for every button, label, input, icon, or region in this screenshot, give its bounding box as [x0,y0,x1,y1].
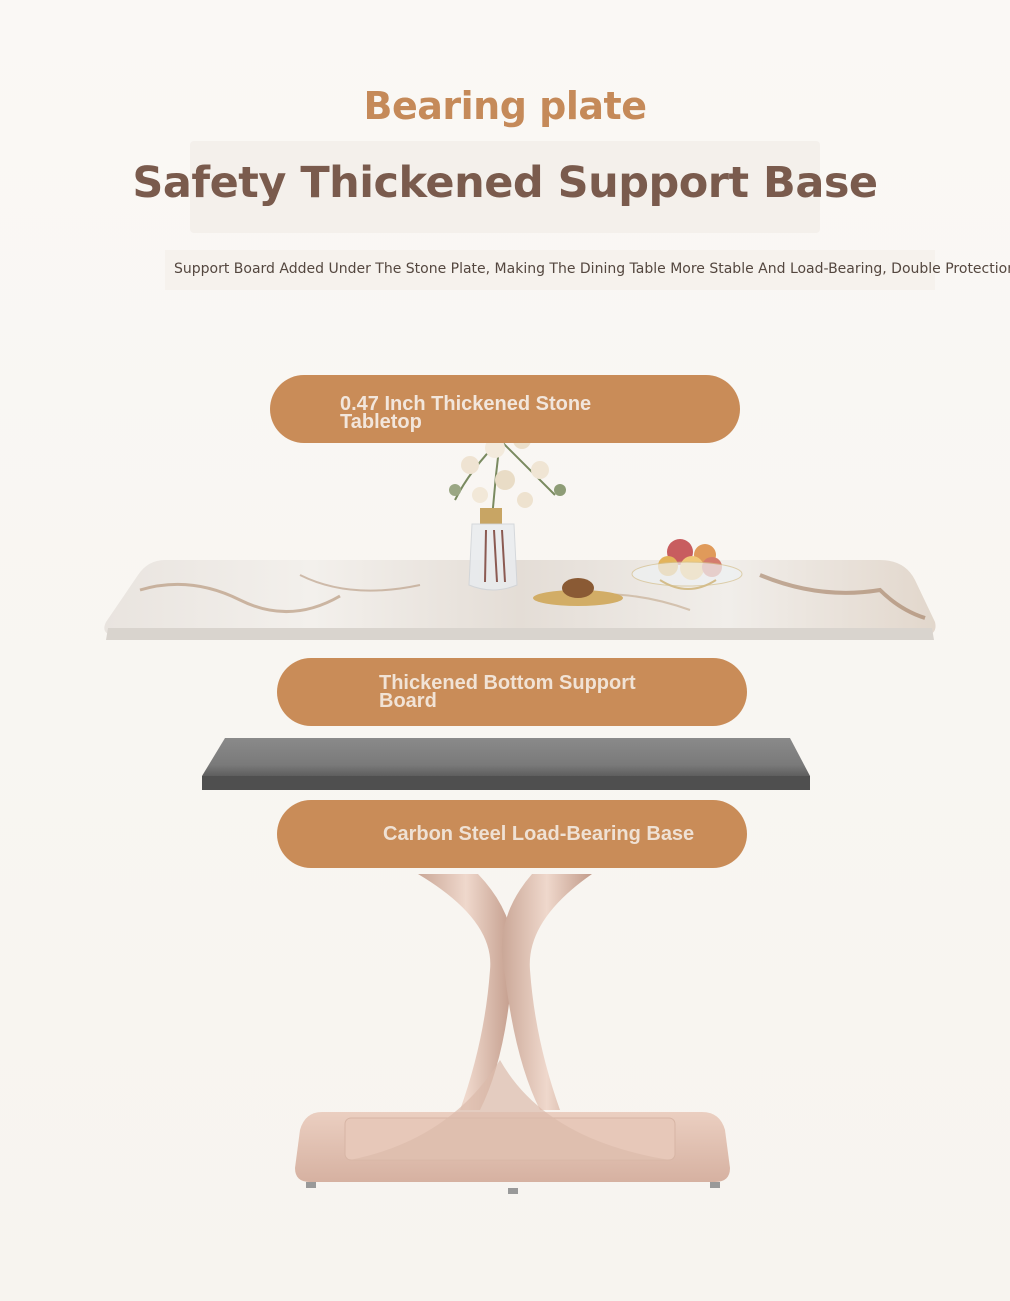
callout-base-label: Carbon Steel Load-Bearing Base [383,823,695,845]
support-board [202,738,810,790]
subtitle-panel [165,250,935,290]
callout-base: Carbon Steel Load-Bearing Base [277,800,747,868]
callout-support-board: Thickened Bottom Support Board [277,658,747,726]
stone-tabletop [104,560,936,640]
callout-tabletop: 0.47 Inch Thickened Stone Tabletop [270,375,740,443]
flower-vase-icon [449,431,566,591]
page-subtitle: Support Board Added Under The Stone Plat… [174,261,1010,277]
section-eyebrow: Bearing plate [363,84,647,128]
page-title: Safety Thickened Support Base [132,158,878,208]
callout-support-board-label: Thickened Bottom Support Board [379,672,636,712]
fruit-bowl-icon [631,539,743,590]
steel-base [295,874,730,1194]
callout-tabletop-label: 0.47 Inch Thickened Stone Tabletop [340,393,592,433]
headline-panel [190,141,820,233]
snack-plate-icon [533,578,623,606]
